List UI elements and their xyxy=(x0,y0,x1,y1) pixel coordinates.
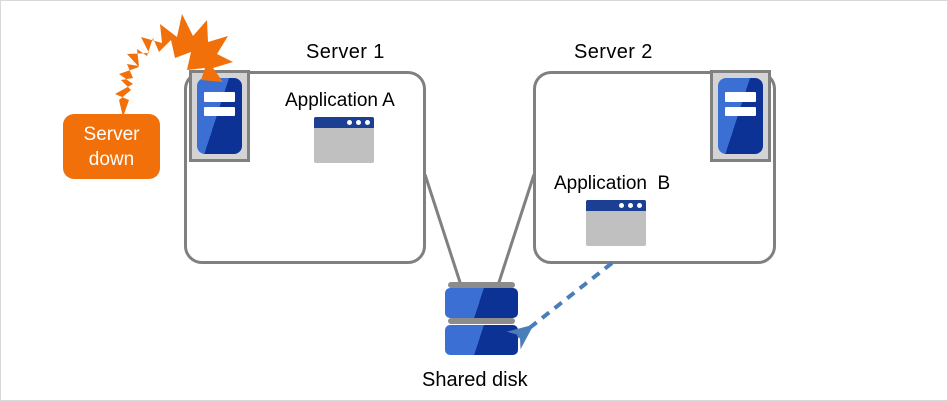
server-machine-body xyxy=(718,78,763,154)
window-dot-icon xyxy=(356,120,361,125)
window-dot-icon xyxy=(637,203,642,208)
server-down-line-1: Server xyxy=(83,123,140,145)
application-a-label: Application A xyxy=(285,90,395,111)
disk-stack-icon xyxy=(445,282,518,360)
server-down-badge: Server down xyxy=(63,114,160,179)
application-window-titlebar xyxy=(586,200,646,211)
server-machine-icon xyxy=(710,70,771,162)
window-dot-icon xyxy=(619,203,624,208)
server-machine-slot-2 xyxy=(725,106,756,116)
application-window-icon xyxy=(314,117,374,163)
disk-separator-bar xyxy=(448,318,515,324)
server-machine-slot-1 xyxy=(725,92,756,102)
server-down-line-2: down xyxy=(88,148,135,170)
window-dot-icon xyxy=(628,203,633,208)
shared-disk-label: Shared disk xyxy=(422,369,528,391)
server-machine-slot-2 xyxy=(204,106,235,116)
server-machine-slot-1 xyxy=(204,92,235,102)
window-dot-icon xyxy=(365,120,370,125)
explosion-burst-icon xyxy=(115,14,233,117)
server-1-title: Server 1 xyxy=(306,41,385,63)
application-window-icon xyxy=(586,200,646,246)
server-machine-icon xyxy=(189,70,250,162)
server-2-title: Server 2 xyxy=(574,41,653,63)
connector-server1-to-disk xyxy=(423,174,463,288)
window-dot-icon xyxy=(347,120,352,125)
disk-platter-lower xyxy=(445,325,518,355)
server-machine-body xyxy=(197,78,242,154)
disk-separator-bar xyxy=(448,282,515,288)
dashed-arrow-icon xyxy=(506,261,614,350)
application-b-label: Application B xyxy=(554,173,671,194)
application-window-titlebar xyxy=(314,117,374,128)
disk-platter-upper xyxy=(445,288,518,318)
